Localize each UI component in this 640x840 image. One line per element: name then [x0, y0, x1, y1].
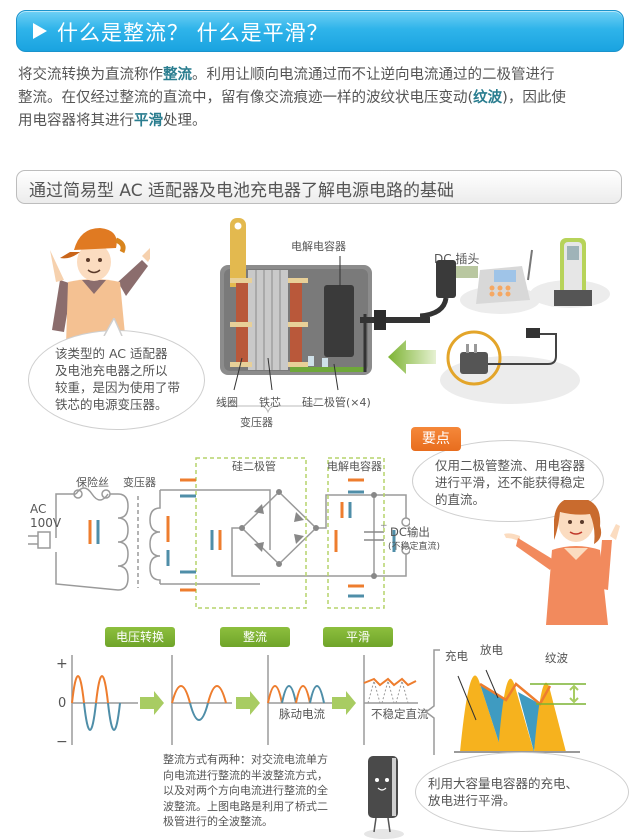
devices-illustration: [420, 238, 610, 404]
bubble-line: 铁芯的电源变压器。: [55, 397, 168, 412]
term-ripple: 纹波: [473, 90, 503, 106]
waveform-stages: [71, 655, 418, 745]
key-point-line: 仅用二极管整流、用电容器: [435, 458, 586, 473]
label-fuse: 保险丝: [76, 476, 109, 489]
note-line: 以及对两个方向电流进行整流的全: [163, 784, 328, 797]
capacitor-bubble-line: 利用大容量电容器的充电、: [428, 776, 579, 791]
label-transformer: 变压器: [240, 416, 273, 429]
label-ac: AC: [30, 502, 47, 516]
ac-adapter-cutaway-illustration: [219, 218, 430, 414]
key-point-line: 进行平滑，还不能获得稳定: [435, 475, 586, 490]
label-silicon-diode: 硅二极管(×4): [302, 396, 371, 409]
label-unstable-dc: (不稳定直流): [388, 542, 441, 552]
man-speech-bubble: 该类型的 AC 适配器 及电池充电器之所以 较重，是因为使用了带 铁芯的电源变压…: [28, 330, 205, 430]
intro-text: 处理。: [163, 113, 207, 129]
intro-text: 用电容器将其进行: [18, 113, 134, 129]
note-line: 极管进行的全波整流。: [163, 815, 273, 828]
capacitor-mascot-illustration: [364, 756, 404, 839]
speech-bubble-tail: [103, 318, 123, 336]
label-discharge: 放电: [480, 643, 503, 657]
note-line: 波整流。上图电路是利用了桥式二: [163, 799, 328, 813]
woman-character-illustration: [504, 500, 620, 625]
label-pulsating-current: 脉动电流: [279, 707, 325, 721]
play-triangle-icon: [33, 23, 47, 39]
capacitor-speech-bubble: 利用大容量电容器的充电、 放电进行平滑。: [415, 752, 629, 832]
bubble-line: 及电池充电器之所以: [55, 363, 168, 378]
intro-text: 整流。在仅经过整流的直流中，留有像交流痕迹一样的波纹状电压变动(: [18, 90, 474, 106]
rectifier-circuit-diagram: +: [28, 457, 410, 609]
capacitor-bubble-line: 放电进行平滑。: [428, 793, 516, 808]
label-capacitor: 电解电容器: [291, 240, 346, 253]
note-line: 向电流进行整流的半波整流方式，: [163, 768, 328, 782]
intro-paragraph: 将交流转换为直流称作整流。利用让顺向电流通过而不让逆向电流通过的二极管进行 整流…: [18, 64, 624, 133]
svg-text:+: +: [380, 521, 388, 531]
label-charge: 充电: [445, 649, 468, 663]
axis-zero: 0: [58, 696, 67, 711]
stage-tag-voltage-conversion: 电压转换: [105, 627, 175, 647]
header-banner: 什么是整流？ 什么是平滑？: [16, 10, 624, 52]
man-character-illustration: [50, 228, 150, 345]
label-circuit-transformer: 变压器: [123, 476, 156, 489]
term-rectification: 整流: [163, 67, 192, 83]
bubble-line: 较重，是因为使用了带: [55, 380, 181, 395]
page-title: 什么是整流？ 什么是平滑？: [57, 21, 329, 45]
key-point-line: 的直流。: [435, 492, 486, 507]
label-ripple: 纹波: [545, 651, 568, 665]
label-unstable-dc-stage: 不稳定直流: [371, 707, 429, 721]
intro-text: 。利用让顺向电流通过而不让逆向电流通过的二极管进行: [192, 67, 555, 83]
label-circuit-capacitor: 电解电容器: [327, 460, 382, 473]
bubble-line: 该类型的 AC 适配器: [55, 346, 168, 361]
rectification-note: 整流方式有两种：对交流电流单方 向电流进行整流的半波整流方式， 以及对两个方向电…: [163, 752, 328, 830]
green-left-arrow-icon: [388, 340, 436, 374]
label-coil: 线圈: [216, 396, 238, 409]
label-core: 铁芯: [259, 396, 281, 409]
axis-minus: −: [56, 734, 68, 750]
intro-text: 将交流转换为直流称作: [18, 67, 163, 83]
label-100v: 100V: [30, 516, 62, 530]
axis-plus: +: [56, 656, 68, 672]
section-title: 通过简易型 AC 适配器及电池充电器了解电源电路的基础: [29, 181, 455, 201]
intro-text: )，因此使: [502, 90, 566, 106]
label-circuit-diode: 硅二极管: [232, 460, 276, 473]
note-line: 整流方式有两种：对交流电流单方: [163, 753, 328, 766]
label-dc-output: DC输出: [390, 525, 430, 539]
stage-tag-smoothing: 平滑: [323, 627, 393, 647]
section-subheader: 通过简易型 AC 适配器及电池充电器了解电源电路的基础: [16, 170, 622, 204]
key-point-tag: 要点: [411, 427, 461, 451]
key-point-bubble: 仅用二极管整流、用电容器 进行平滑，还不能获得稳定 的直流。: [412, 440, 604, 522]
stage-tag-rectification: 整流: [220, 627, 290, 647]
term-smoothing: 平滑: [134, 113, 163, 129]
